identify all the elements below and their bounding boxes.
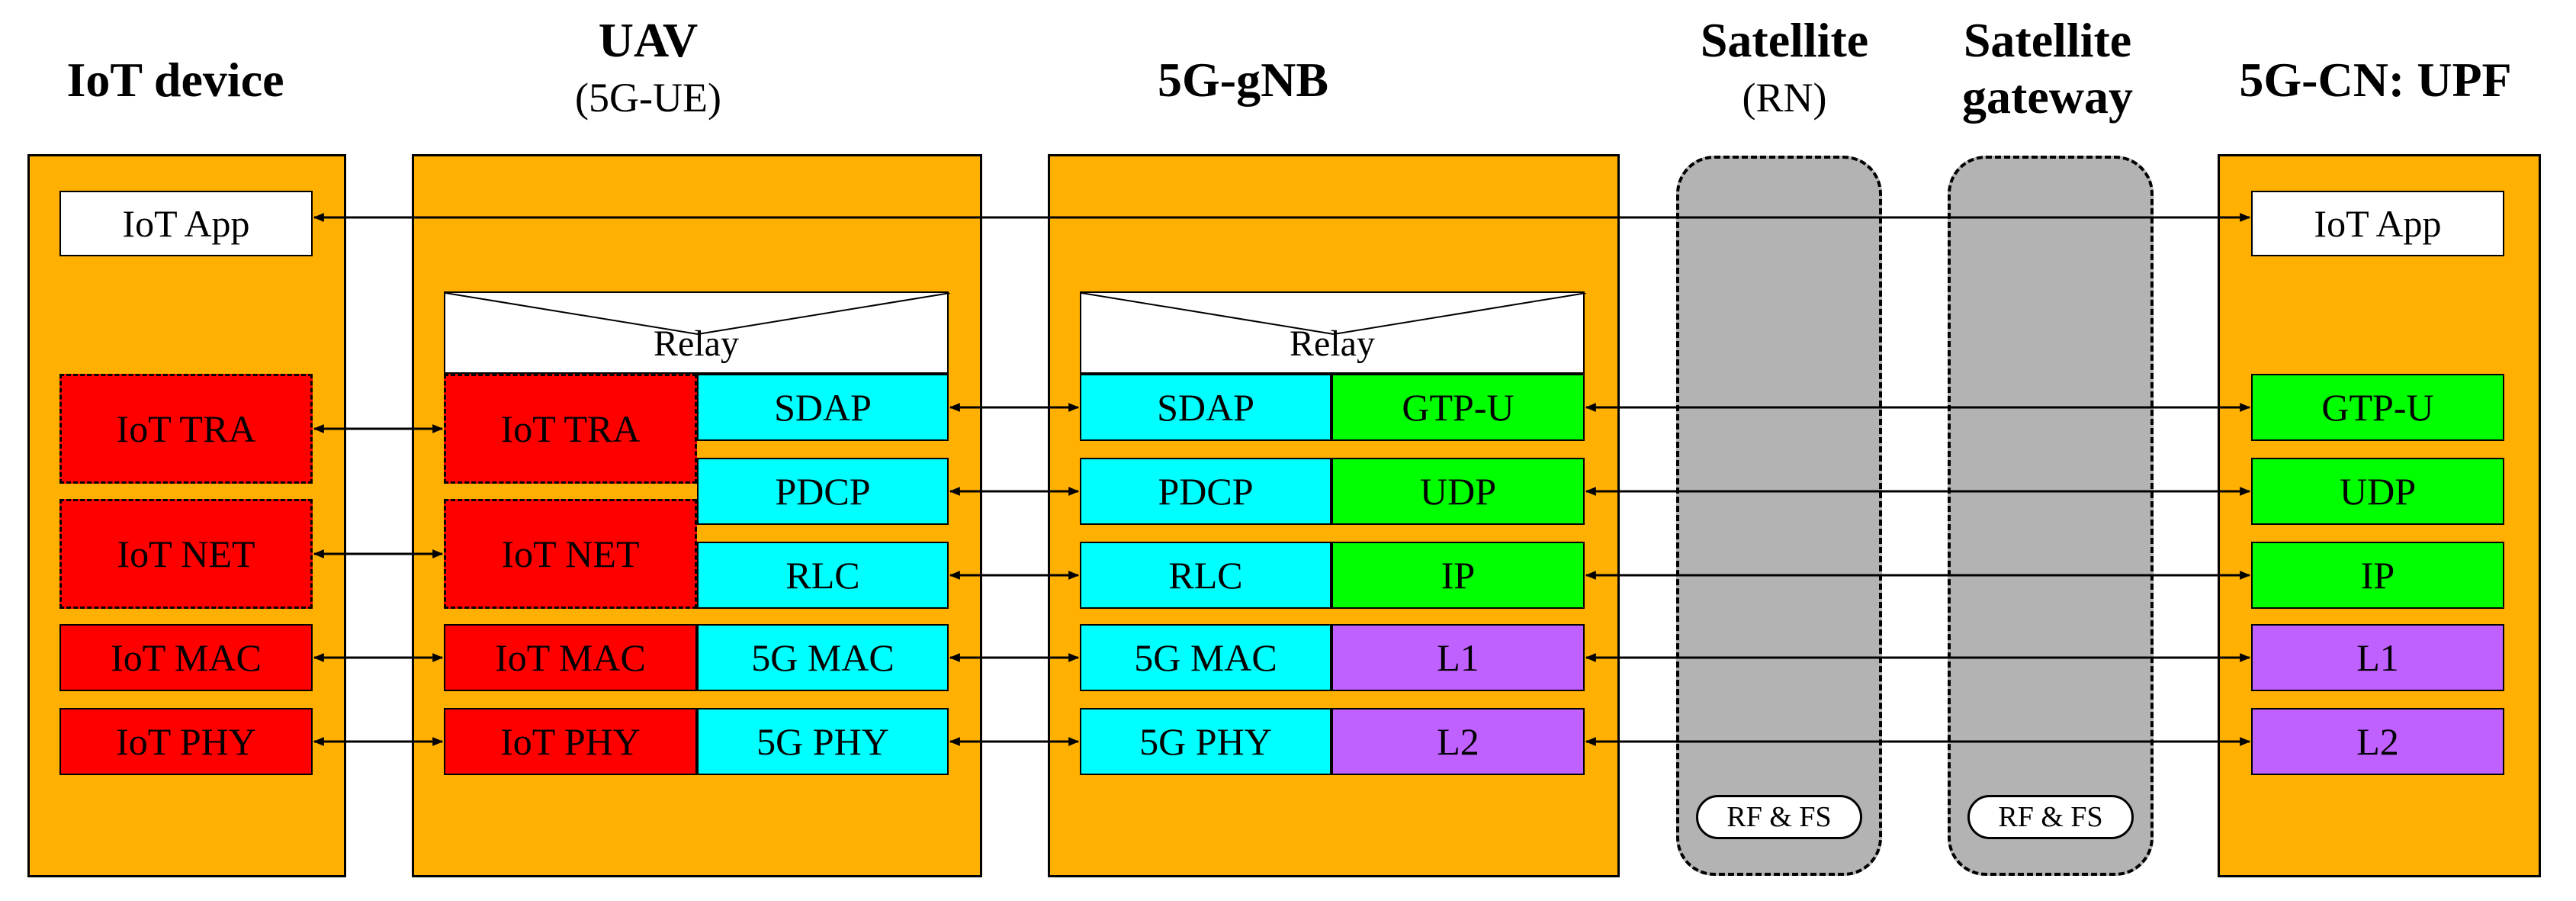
upf-udp: UDP [2251, 458, 2504, 525]
uav-relay-label: Relay [654, 323, 739, 364]
iot-device-title: IoT device [66, 53, 284, 107]
satellite-node [1676, 156, 1882, 876]
uav-pdcp: PDCP [697, 458, 949, 525]
uav-relay: Relay [444, 291, 950, 374]
gnb-l2: L2 [1331, 708, 1585, 775]
uav-subtitle: (5G-UE) [575, 75, 721, 121]
iot-device-mac: IoT MAC [59, 624, 313, 691]
satellite-gateway-title-line2: gateway [1962, 69, 2133, 124]
upf-gtp-u: GTP-U [2251, 374, 2504, 441]
gnb-sdap: SDAP [1080, 374, 1331, 441]
iot-device-phy: IoT PHY [59, 708, 313, 775]
gnb-gtp-u: GTP-U [1331, 374, 1585, 441]
uav-iot-mac: IoT MAC [444, 624, 697, 691]
satellite-gateway-node [1948, 156, 2154, 876]
uav-title: UAV [598, 13, 699, 67]
iot-device-tra: IoT TRA [59, 374, 313, 484]
uav-5g-phy: 5G PHY [697, 708, 949, 775]
uav-rlc: RLC [697, 542, 949, 609]
upf-l1: L1 [2251, 624, 2504, 691]
satellite-rf-fs: RF & FS [1696, 795, 1862, 839]
gnb-rlc: RLC [1080, 542, 1331, 609]
gnb-udp: UDP [1331, 458, 1585, 525]
upf-ip: IP [2251, 542, 2504, 609]
gnb-relay: Relay [1080, 291, 1586, 374]
satellite-gateway-rf-fs: RF & FS [1967, 795, 2134, 839]
gnb-5g-mac: 5G MAC [1080, 624, 1331, 691]
uav-5g-mac: 5G MAC [697, 624, 949, 691]
gnb-ip: IP [1331, 542, 1585, 609]
upf-l2: L2 [2251, 708, 2504, 775]
upf-app: IoT App [2251, 191, 2504, 256]
satellite-subtitle: (RN) [1742, 75, 1827, 121]
satellite-title: Satellite [1700, 13, 1869, 67]
gnb-5g-phy: 5G PHY [1080, 708, 1331, 775]
satellite-gateway-title-line1: Satellite [1963, 13, 2132, 67]
gnb-relay-label: Relay [1290, 323, 1375, 364]
upf-title: 5G-CN: UPF [2239, 53, 2512, 107]
gnb-l1: L1 [1331, 624, 1585, 691]
uav-iot-phy: IoT PHY [444, 708, 697, 775]
gnb-pdcp: PDCP [1080, 458, 1331, 525]
gnb-title: 5G-gNB [1158, 53, 1328, 107]
uav-iot-net: IoT NET [444, 499, 697, 609]
uav-relay-lines [445, 293, 950, 335]
iot-device-app: IoT App [59, 191, 313, 256]
uav-sdap: SDAP [697, 374, 949, 441]
iot-device-net: IoT NET [59, 499, 313, 609]
gnb-relay-lines [1081, 293, 1586, 335]
uav-iot-tra: IoT TRA [444, 374, 697, 484]
